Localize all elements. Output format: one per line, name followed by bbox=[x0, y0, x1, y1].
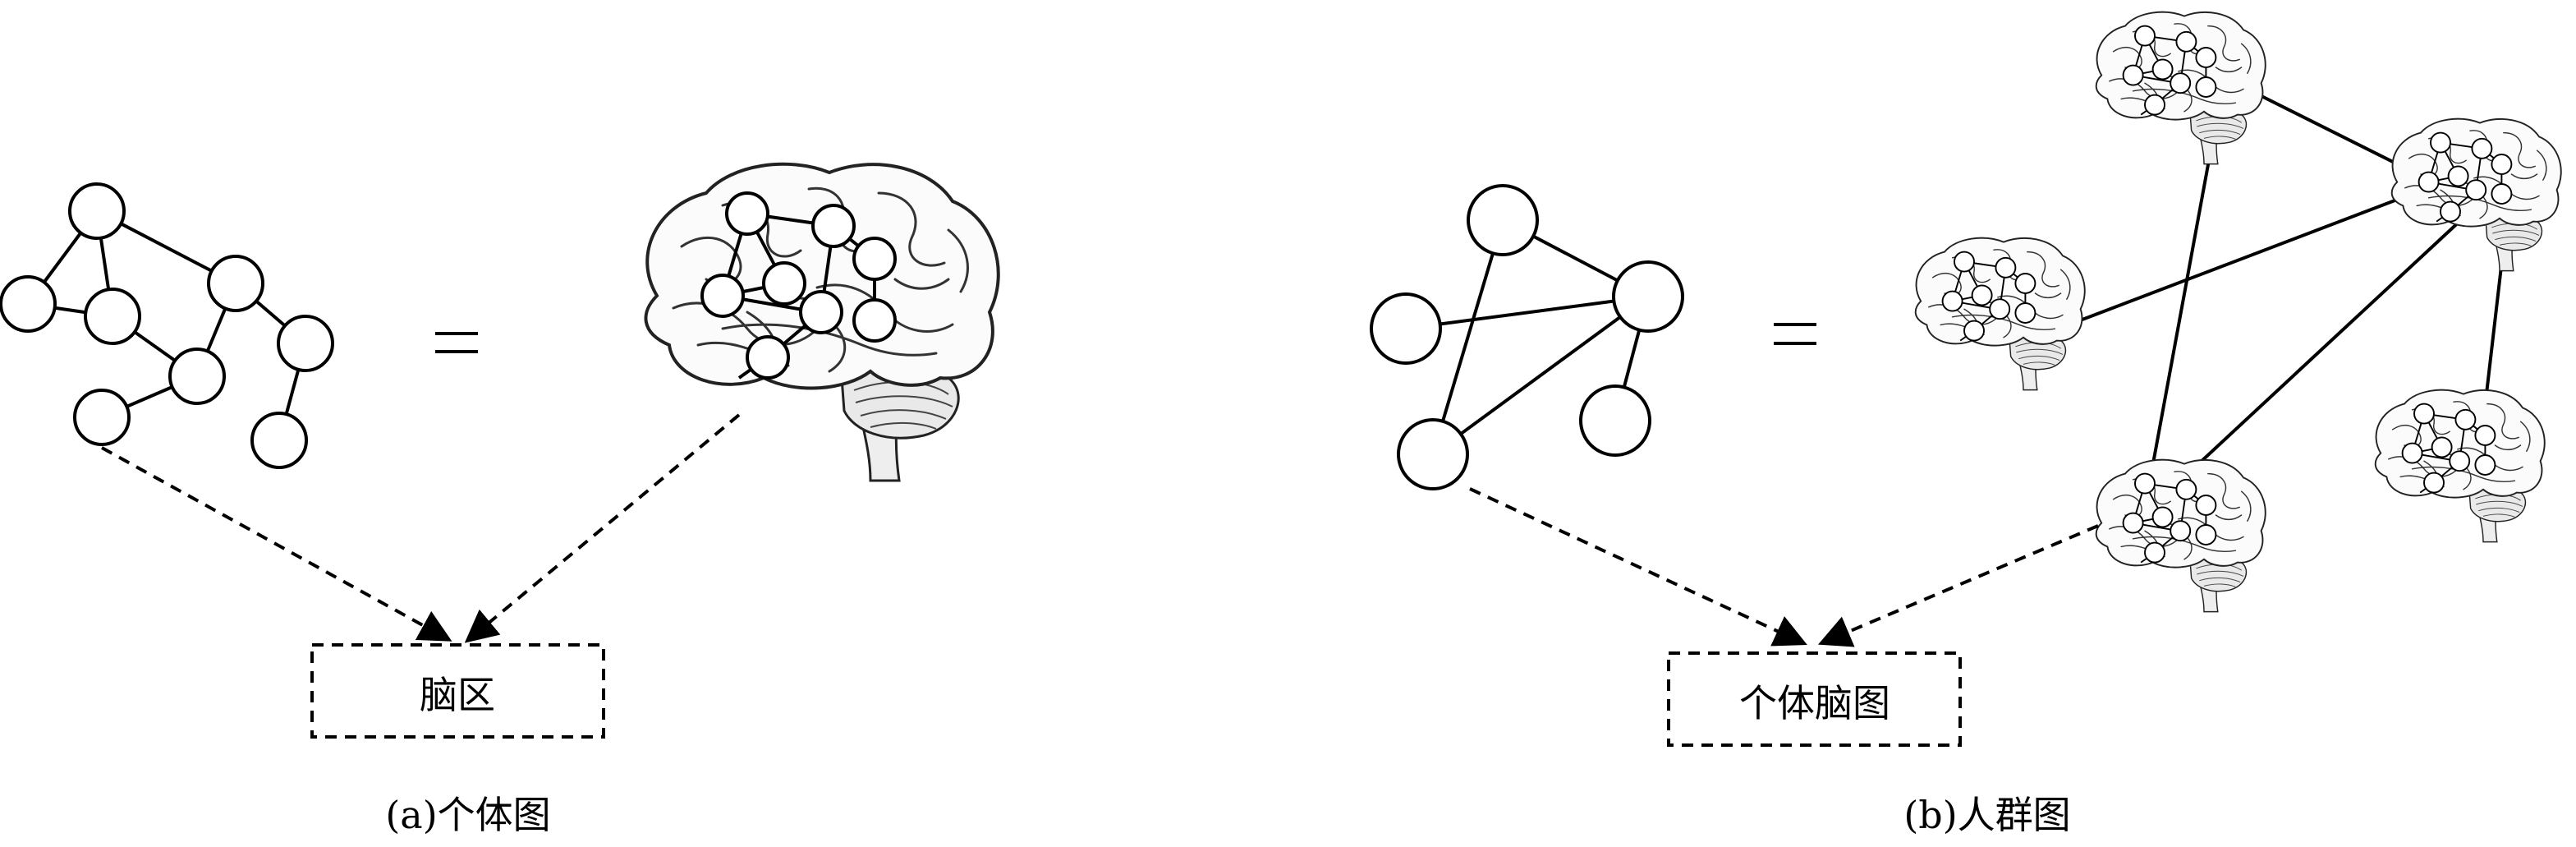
dashed-arrow bbox=[101, 446, 452, 642]
graph-node bbox=[1370, 292, 1442, 365]
graph-node bbox=[1467, 184, 1539, 256]
graph-node bbox=[68, 182, 126, 240]
graph-node bbox=[0, 275, 57, 333]
box-label: 脑区 bbox=[420, 673, 495, 717]
dashed-arrow bbox=[1817, 524, 2099, 647]
graph-node bbox=[84, 288, 141, 345]
caption: (a)个体图 bbox=[385, 793, 550, 837]
panel-a: 脑区 (a)个体图 bbox=[0, 162, 1000, 837]
brain-icon bbox=[1914, 237, 2086, 391]
panel-a-graph bbox=[0, 182, 334, 469]
equals-sign bbox=[435, 332, 478, 353]
caption: (b)人群图 bbox=[1903, 793, 2070, 837]
brain-icon bbox=[2374, 389, 2546, 543]
equals-sign bbox=[1774, 323, 1816, 345]
brain-icon bbox=[2095, 458, 2266, 613]
brain-icon bbox=[2095, 11, 2266, 165]
graph-node bbox=[207, 255, 264, 312]
dashed-arrow bbox=[464, 413, 741, 643]
graph-node bbox=[250, 412, 308, 469]
panel-b: 个体脑图 (b)人群图 bbox=[1370, 11, 2562, 837]
brain-icon bbox=[644, 162, 1000, 482]
graph-node bbox=[277, 315, 334, 372]
graph-node bbox=[1579, 384, 1651, 457]
graph-node bbox=[168, 348, 226, 405]
graph-node bbox=[1397, 418, 1469, 490]
label-box bbox=[1667, 651, 1962, 747]
brain-icon bbox=[2390, 117, 2562, 272]
dashed-arrow bbox=[1469, 487, 1807, 647]
label-box bbox=[310, 643, 605, 739]
box-label: 个体脑图 bbox=[1739, 681, 1890, 725]
panel-b-graph bbox=[1370, 184, 1684, 490]
graph-node bbox=[73, 389, 131, 446]
graph-node bbox=[1612, 260, 1684, 333]
